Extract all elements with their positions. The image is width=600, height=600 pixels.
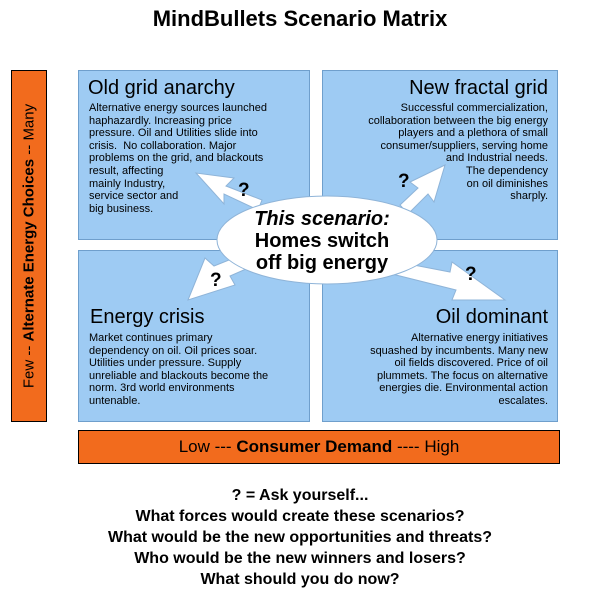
x-axis-title: Consumer Demand — [236, 437, 393, 456]
page-title: MindBullets Scenario Matrix — [152, 6, 448, 31]
center-line-3: off big energy — [255, 252, 389, 274]
quadrant-oil-dominant: Oil dominant Alternative energy initiati… — [322, 250, 558, 422]
center-line-1: This scenario: — [254, 208, 390, 230]
center-scenario-label: This scenario: Homes switch off big ener… — [228, 208, 416, 274]
quadrant-title: New fractal grid — [409, 77, 548, 99]
question-line: What forces would create these scenarios… — [135, 508, 465, 525]
x-axis-bar: Low --- Consumer Demand ---- High — [78, 430, 560, 464]
quadrant-old-grid-anarchy: Old grid anarchy Alternative energy sour… — [78, 70, 310, 240]
question-mark: ? — [210, 270, 222, 291]
quadrant-title: Old grid anarchy — [88, 77, 235, 99]
y-axis-low: Few -- — [20, 345, 38, 389]
question-line: What should you do now? — [200, 571, 400, 588]
question-mark: ? — [398, 171, 410, 192]
y-axis-title: Alternate Energy Choices — [20, 158, 38, 342]
quadrant-description: Market continues primary dependency on o… — [89, 332, 269, 407]
quadrant-title: Energy crisis — [90, 306, 205, 328]
x-axis-low: Low --- — [178, 437, 232, 456]
question-line: What would be the new opportunities and … — [108, 529, 492, 546]
question-mark: ? — [238, 180, 250, 201]
question-legend: ? = Ask yourself... — [231, 487, 369, 504]
quadrant-energy-crisis: Energy crisis Market continues primary d… — [78, 250, 310, 422]
y-axis-bar: Few -- Alternate Energy Choices -- Many — [11, 70, 47, 422]
quadrant-title: Oil dominant — [435, 306, 548, 328]
question-line: Who would be the new winners and losers? — [134, 550, 466, 567]
question-mark: ? — [465, 264, 477, 285]
y-axis-high: -- Many — [20, 103, 38, 155]
y-axis-label: Few -- Alternate Energy Choices -- Many — [21, 76, 38, 416]
quadrant-description: Successful commercialization, collaborat… — [368, 102, 548, 203]
center-line-2: Homes switch — [254, 230, 390, 252]
quadrant-description: Alternative energy initiatives squashed … — [370, 332, 548, 407]
reflection-questions: ? = Ask yourself... What forces would cr… — [0, 485, 600, 590]
quadrant-description: Alternative energy sources launched haph… — [89, 102, 267, 215]
x-axis-high: ---- High — [396, 437, 460, 456]
